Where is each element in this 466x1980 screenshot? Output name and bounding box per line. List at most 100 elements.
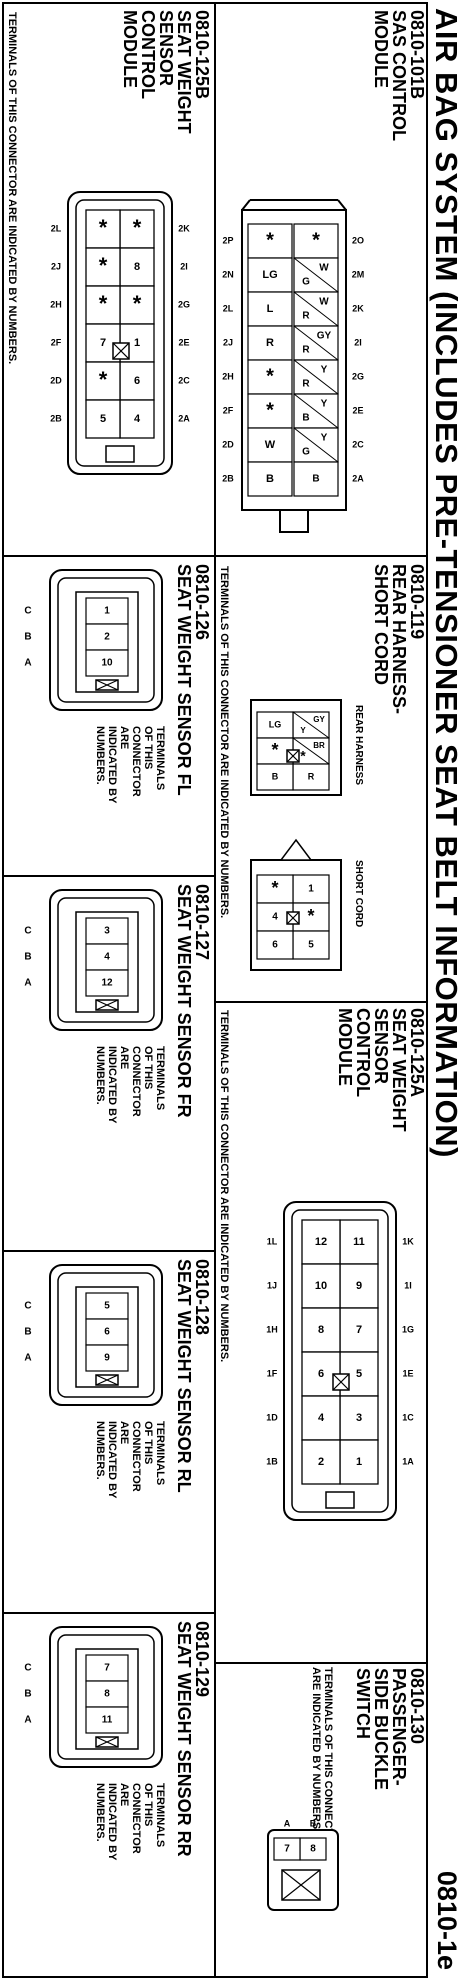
c127-row-letter: A [24,978,31,989]
c125a-bottom-value: 4 [318,1412,325,1424]
c101b-bottom-value: LG [262,269,277,281]
c101b-bottom-value: B [266,473,274,485]
c128-note-line: TERMINALS [154,1421,166,1486]
c129-note-line: CONNECTOR [130,1783,142,1854]
c119-short-bottom: 6 [272,940,278,951]
c101b-cell-top [293,461,339,497]
c101b-bottom-value: * [266,365,274,387]
c128-note-line: INDICATED BY [106,1421,118,1499]
c125b-bottom-pin: 2H [50,299,62,309]
c126-code: 0810-126 [192,564,212,641]
c101b-top-pin: 2M [352,269,365,279]
c101b-latch-right [279,510,309,533]
c125b-code: 0810-125B [192,10,212,100]
c101b-split [293,257,339,293]
c129-code: 0810-129 [192,1621,212,1698]
c125b-bottom-pin: 2D [50,375,62,385]
c119-short-bottom: * [271,878,278,898]
c101b-mid-value: R [302,345,310,356]
c101b-top-pin: 2C [352,439,364,449]
c125a-bottom-pin: 1L [267,1236,278,1246]
c129-value: 11 [102,1715,113,1726]
c126-note-line: CONNECTOR [130,726,142,797]
c125a-name-3: CONTROL [353,1008,373,1097]
c126-note-line: INDICATED BY [106,726,118,804]
page-title: AIR BAG SYSTEM (INCLUDES PRE-TENSIONER S… [429,8,464,1158]
c125a-bottom-value: 6 [318,1368,324,1380]
c119-name-1: REAR HARNESS- [389,564,409,715]
c101b-bottom-pin: 2P [222,235,233,245]
c101b-top-value: W [319,263,329,274]
c128-lock-x2 [95,1374,119,1386]
c127-value: 3 [104,926,110,937]
c125a-name-1: SEAT WEIGHT [389,1008,409,1132]
c101b-latch-left [241,199,347,211]
c126-note-line: ARE [118,726,130,750]
c125a-bottom-pin: 1J [267,1280,277,1290]
c125a-top-value: 9 [356,1280,362,1292]
c126-note-line: OF THIS [142,726,154,770]
c129-value: 7 [104,1663,110,1674]
c126-value: 10 [101,658,113,669]
c119-rear-cell-bottom [256,763,294,791]
c101b-cell-bottom [247,461,293,497]
c119-arrow [279,838,313,861]
c125b-top-value: 1 [134,337,140,349]
c127-name: SEAT WEIGHT SENSOR FR [174,884,194,1118]
c119-short-lock-x2 [286,911,300,925]
c125b-bottom-value: 5 [100,413,106,425]
c129-note-line: NUMBERS. [94,1783,106,1842]
c128-row-letter: B [24,1327,31,1338]
c119-rear-bottom: * [271,740,278,760]
c125b-top-value: 8 [134,261,140,273]
c125a-bottom-value: 12 [315,1236,327,1248]
c126-note-line: TERMINALS [154,726,166,791]
c101b-bottom-value: * [266,229,274,251]
c101b-connector: 2O2M2K2I2G2E2C2A2P2N2L2J2H2F2D2B**WGLGWR… [222,199,365,533]
c101b-split [293,325,339,361]
c127-note-line: ARE [118,1046,130,1070]
c101b-top-value: Y [321,433,328,444]
div-u3 [214,1662,428,1664]
c125a-name-4: MODULE [335,1008,355,1086]
c125b-bottom-pin: 2J [51,261,61,271]
c128-cell [85,1344,129,1372]
c127-value: 12 [101,978,113,989]
c101b-split [293,427,339,463]
c119-rear-label: REAR HARNESS [353,705,364,786]
c127-note-line: TERMINALS [154,1046,166,1111]
c119-rear-top2: Y [300,726,306,735]
c101b-top-pin: 2K [352,303,364,313]
c128-note-line: NUMBERS. [94,1421,106,1480]
c125a-tab [325,1491,355,1509]
c119-rear-lock-x2 [286,749,300,763]
c101b-split [293,359,339,395]
c101b-top-value: B [312,474,319,485]
c130-name-2: SIDE BUCKLE [371,1668,391,1791]
c125a-top-pin: 1K [402,1236,414,1246]
c125a-top-pin: 1A [402,1456,414,1466]
c125b-top-pin: 2K [178,223,190,233]
div-l2 [2,875,214,877]
c125b-top-pin: 2A [178,413,190,423]
c129-note-line: OF THIS [142,1783,154,1827]
c119-split-1 [292,711,330,739]
c101b-name-1: SAS CONTROL [389,10,409,142]
c125b-top-value: * [133,215,142,240]
c101b-bottom-pin: 2L [223,303,234,313]
c119-rear-bottom: LG [269,719,282,729]
c127-note-line: NUMBERS. [94,1046,106,1105]
c129-row-letter: A [24,1715,31,1726]
c125a-cell-bottom [301,1439,341,1485]
c101b-name-2: MODULE [371,10,391,88]
c129-value: 8 [104,1689,110,1700]
c125a-name-2: SENSOR [371,1008,391,1085]
c129-note-line: INDICATED BY [106,1783,118,1861]
c125a-top-value: 1 [356,1456,362,1468]
c125b-bottom-value: * [99,291,108,316]
c128-name: SEAT WEIGHT SENSOR RL [174,1259,194,1493]
